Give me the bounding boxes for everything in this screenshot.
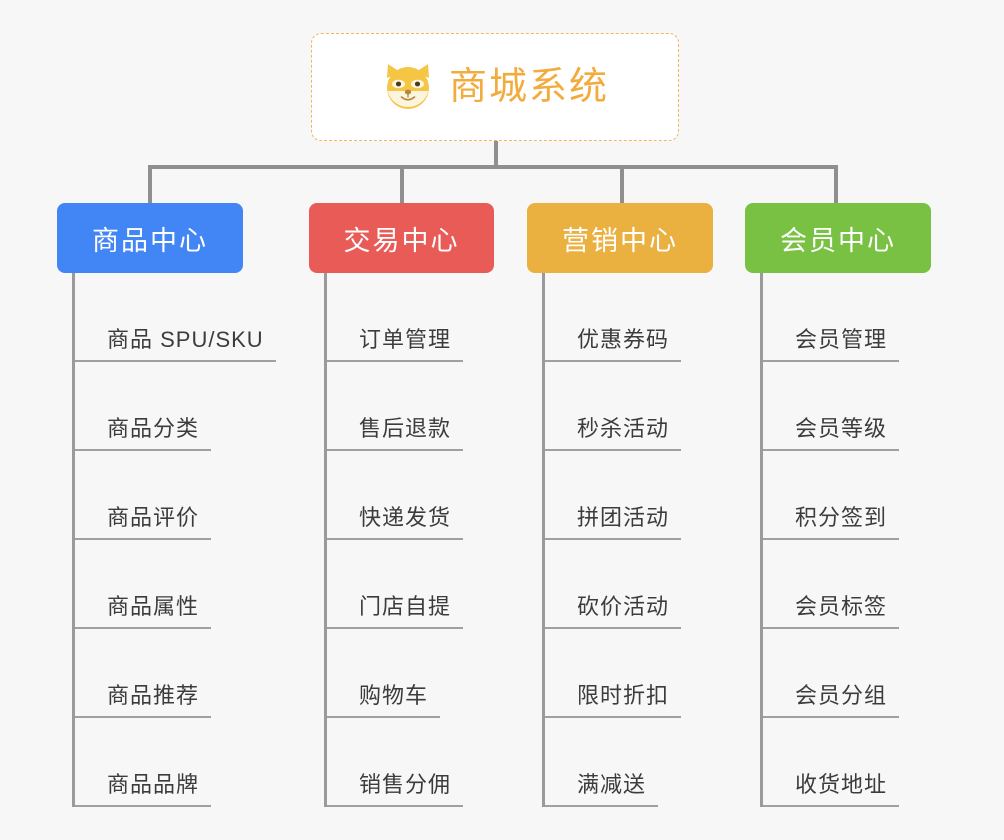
list-item[interactable]: 会员管理 — [763, 273, 985, 362]
connector-drop-marketing-center — [620, 165, 624, 203]
leaf-label: 门店自提 — [327, 589, 464, 629]
leaf-label: 商品属性 — [75, 589, 212, 629]
children-list-member-center: 会员管理 会员等级 积分签到 会员标签 会员分组 收货地址 — [760, 273, 985, 807]
leaf-label: 销售分佣 — [327, 767, 464, 807]
leaf-label: 会员分组 — [763, 678, 900, 718]
leaf-label: 砍价活动 — [545, 589, 682, 629]
list-item[interactable]: 售后退款 — [327, 362, 539, 451]
category-label: 营销中心 — [562, 225, 678, 256]
leaf-label: 秒杀活动 — [545, 411, 682, 451]
leaf-label: 优惠券码 — [545, 322, 682, 362]
leaf-label: 收货地址 — [763, 767, 900, 807]
list-item[interactable]: 购物车 — [327, 629, 539, 718]
list-item[interactable]: 会员等级 — [763, 362, 985, 451]
children-list-product-center: 商品 SPU/SKU 商品分类 商品评价 商品属性 商品推荐 商品品牌 — [72, 273, 317, 807]
list-item[interactable]: 收货地址 — [763, 718, 985, 807]
children-list-trade-center: 订单管理 售后退款 快递发货 门店自提 购物车 销售分佣 — [324, 273, 539, 807]
list-item[interactable]: 商品分类 — [75, 362, 317, 451]
leaf-label: 商品推荐 — [75, 678, 212, 718]
category-label: 商品中心 — [92, 225, 208, 256]
connector-drop-member-center — [834, 165, 838, 203]
list-item[interactable]: 商品 SPU/SKU — [75, 273, 317, 362]
branch-member-center: 会员中心 会员管理 会员等级 积分签到 会员标签 会员分组 收货地址 — [745, 203, 985, 807]
list-item[interactable]: 砍价活动 — [545, 540, 757, 629]
list-item[interactable]: 商品品牌 — [75, 718, 317, 807]
list-item[interactable]: 积分签到 — [763, 451, 985, 540]
branch-trade-center: 交易中心 订单管理 售后退款 快递发货 门店自提 购物车 销售分佣 — [309, 203, 539, 807]
leaf-label: 会员标签 — [763, 589, 900, 629]
list-item[interactable]: 满减送 — [545, 718, 757, 807]
category-node-trade-center[interactable]: 交易中心 — [309, 203, 494, 273]
children-list-marketing-center: 优惠券码 秒杀活动 拼团活动 砍价活动 限时折扣 满减送 — [542, 273, 757, 807]
connector-root-stem — [494, 141, 498, 167]
list-item[interactable]: 限时折扣 — [545, 629, 757, 718]
list-item[interactable]: 门店自提 — [327, 540, 539, 629]
list-item[interactable]: 优惠券码 — [545, 273, 757, 362]
list-item[interactable]: 快递发货 — [327, 451, 539, 540]
branch-product-center: 商品中心 商品 SPU/SKU 商品分类 商品评价 商品属性 商品推荐 商品品牌 — [57, 203, 317, 807]
leaf-label: 积分签到 — [763, 500, 900, 540]
leaf-label: 快递发货 — [327, 500, 464, 540]
list-item[interactable]: 商品推荐 — [75, 629, 317, 718]
leaf-label: 商品评价 — [75, 500, 212, 540]
root-node-title: 商城系统 — [448, 66, 609, 108]
category-node-product-center[interactable]: 商品中心 — [57, 203, 243, 273]
list-item[interactable]: 秒杀活动 — [545, 362, 757, 451]
leaf-label: 售后退款 — [327, 411, 464, 451]
list-item[interactable]: 销售分佣 — [327, 718, 539, 807]
leaf-label: 会员管理 — [763, 322, 900, 362]
category-node-member-center[interactable]: 会员中心 — [745, 203, 931, 273]
connector-drop-product-center — [148, 165, 152, 203]
shiba-dog-face-icon — [381, 60, 435, 114]
leaf-label: 商品品牌 — [75, 767, 212, 807]
connector-drop-trade-center — [400, 165, 404, 203]
leaf-label: 会员等级 — [763, 411, 900, 451]
leaf-label: 订单管理 — [327, 322, 464, 362]
category-label: 会员中心 — [780, 225, 896, 256]
branch-marketing-center: 营销中心 优惠券码 秒杀活动 拼团活动 砍价活动 限时折扣 满减送 — [527, 203, 757, 807]
leaf-label: 满减送 — [545, 767, 659, 807]
list-item[interactable]: 会员分组 — [763, 629, 985, 718]
leaf-label: 商品分类 — [75, 411, 212, 451]
list-item[interactable]: 订单管理 — [327, 273, 539, 362]
list-item[interactable]: 拼团活动 — [545, 451, 757, 540]
leaf-label: 商品 SPU/SKU — [75, 322, 276, 362]
connector-horizontal-bar — [148, 165, 836, 169]
list-item[interactable]: 会员标签 — [763, 540, 985, 629]
leaf-label: 限时折扣 — [545, 678, 682, 718]
category-label: 交易中心 — [343, 225, 460, 256]
list-item[interactable]: 商品评价 — [75, 451, 317, 540]
leaf-label: 购物车 — [327, 678, 441, 718]
leaf-label: 拼团活动 — [545, 500, 682, 540]
category-node-marketing-center[interactable]: 营销中心 — [527, 203, 713, 273]
list-item[interactable]: 商品属性 — [75, 540, 317, 629]
root-node-mall-system[interactable]: 商城系统 — [311, 33, 679, 141]
